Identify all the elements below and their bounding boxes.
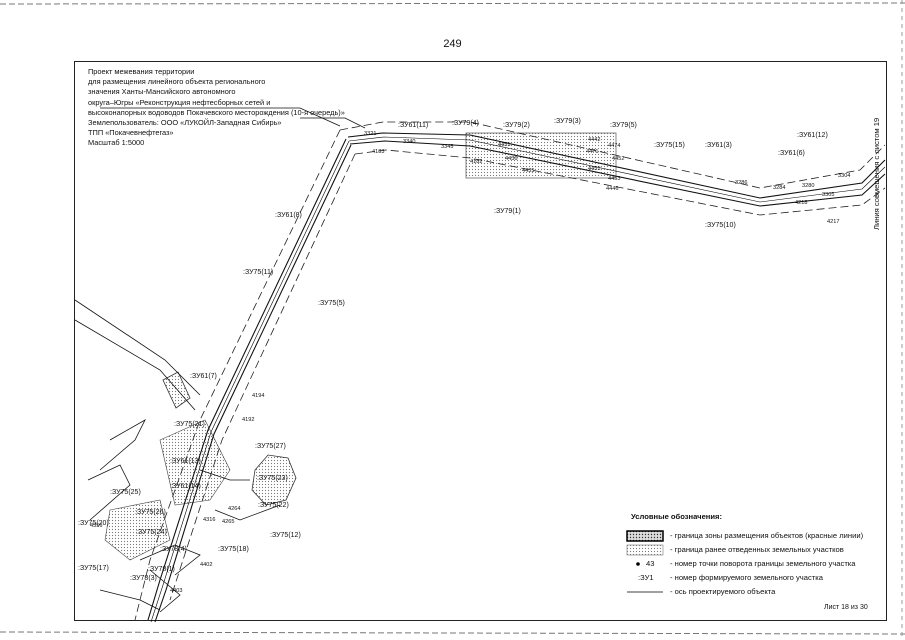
plot-label: :ЗУ75(12)	[270, 532, 301, 539]
plot-label: :ЗУ78(4)	[160, 546, 187, 553]
plot-label: :ЗУ75(20)	[78, 520, 109, 527]
plot-labels: :ЗУ61(11) :ЗУ79(4) :ЗУ79(2) :ЗУ79(3) :ЗУ…	[78, 118, 828, 582]
point-dot-icon	[636, 562, 640, 566]
point-label: 4183	[372, 149, 384, 155]
side-branches	[74, 299, 281, 613]
plot-label: :ЗУ75(23)	[257, 475, 288, 482]
red-line-zone-icon	[626, 530, 664, 542]
plot-label: :ЗУ75(27)	[255, 443, 286, 450]
point-label: 4452	[612, 156, 624, 162]
title-block: Проект межевания территории для размещен…	[88, 67, 345, 149]
axis-line-icon	[627, 591, 663, 593]
point-label: 4446	[606, 186, 618, 192]
title-line: высоконапорных водоводов Покачевского ме…	[88, 107, 345, 117]
legend-text: - номер формируемого земельного участка	[670, 573, 823, 582]
plot-label: :ЗУ75(5)	[318, 300, 345, 307]
plot-label: :ЗУ61(14)	[170, 483, 201, 490]
point-label: 4218	[795, 200, 807, 206]
legend-sample: 43	[646, 559, 655, 568]
point-label: 4192	[242, 417, 254, 423]
point-label: 4453	[608, 176, 620, 182]
point-label: 4451	[588, 166, 600, 172]
title-line: значения Ханты-Мансийского автономного	[88, 87, 236, 97]
point-label: 4442	[588, 137, 600, 143]
point-label: 3305	[822, 192, 834, 198]
plot-label: :ЗУ79(1)	[494, 208, 521, 215]
title-line: ТПП «Покачевнефтегаз»	[88, 128, 174, 138]
point-label: 4217	[827, 219, 839, 225]
plot-label: :ЗУ75(10)	[705, 222, 736, 229]
legend-sample: :ЗУ1	[638, 573, 654, 582]
plot-label: :ЗУ75(11)	[243, 269, 273, 276]
plot-label: :ЗУ79(2)	[503, 122, 530, 129]
plot-label: :ЗУ75(22)	[258, 502, 289, 509]
title-line: для размещения линейного объекта региона…	[88, 77, 266, 87]
title-line: округа–Югры «Реконструкция нефтесборных …	[88, 97, 271, 107]
allotted-plots	[104, 132, 617, 561]
point-label: 4316	[203, 517, 215, 523]
point-label: 4451	[498, 142, 510, 148]
plot-label: :ЗУ75(18)	[218, 546, 249, 553]
plot-label: :ЗУ61(6)	[778, 150, 805, 157]
point-label: 4356	[90, 523, 102, 529]
plot-label: :ЗУ78(1)	[148, 566, 175, 573]
plot-label: :ЗУ61(7)	[190, 373, 217, 380]
title-line: Проект межевания территории	[88, 67, 195, 76]
plot-label: :ЗУ61(13)	[170, 458, 201, 465]
plot-label: :ЗУ78(3)	[130, 575, 157, 582]
point-label: 4265	[222, 519, 234, 525]
point-label: 3345	[441, 144, 453, 150]
plot-label: :ЗУ61(12)	[797, 132, 828, 139]
point-label: 4402	[200, 562, 212, 568]
legend-text: - граница ранее отведенных земельных уча…	[670, 545, 844, 554]
point-label: 3284	[773, 185, 785, 191]
point-label: 4194	[252, 393, 264, 399]
point-label: 3286	[735, 180, 747, 186]
point-label: 4182	[470, 159, 482, 165]
point-label: 3280	[802, 183, 814, 189]
title-line: Землепользователь: ООО «ЛУКОЙЛ-Западная …	[88, 118, 282, 128]
point-label: 4471	[586, 149, 598, 155]
legend-text: - номер точки поворота границы земельног…	[670, 559, 856, 568]
point-label: 3321	[364, 131, 376, 137]
plot-label: :ЗУ75(26)	[135, 509, 166, 516]
point-label: 4403	[170, 588, 182, 594]
legend-text: - ось проектируемого объекта	[670, 587, 776, 596]
allotted-plots-icon	[626, 544, 664, 556]
plot-label: :ЗУ61(8)	[275, 212, 302, 219]
plot-label: :ЗУ75(15)	[654, 142, 685, 149]
point-label: 4436	[505, 156, 517, 162]
legend-title: Условные обозначения:	[631, 512, 723, 521]
sheet-number: Лист 18 из 30	[824, 604, 868, 611]
plot-label: :ЗУ79(3)	[554, 118, 581, 125]
plot-label: :ЗУ75(25)	[110, 489, 141, 496]
plot-label: :ЗУ79(5)	[610, 122, 637, 129]
title-line: Масштаб 1:5000	[88, 138, 145, 148]
page-number: 249	[443, 38, 462, 50]
point-label: 3340	[403, 139, 415, 145]
point-label: 3304	[838, 173, 850, 179]
point-label: 4474	[608, 143, 620, 149]
plot-label: :ЗУ75(24)	[136, 529, 167, 536]
sheet-match-line-note: Линия совмещения с листом 19	[872, 117, 881, 230]
plot-label: :ЗУ75(21)	[174, 421, 205, 428]
pipeline-corridor	[134, 121, 886, 623]
plot-label: :ЗУ61(11)	[398, 122, 428, 129]
plot-label: :ЗУ79(4)	[452, 120, 479, 127]
plot-label: :ЗУ61(3)	[705, 142, 732, 149]
point-label: 4264	[228, 506, 240, 512]
plot-label: :ЗУ75(17)	[78, 565, 109, 572]
legend-text: - граница зоны размещения объектов (крас…	[670, 531, 864, 540]
turning-point-labels: 3321 3340 3345 4183 4451 4182 4435 4436 …	[90, 131, 850, 594]
point-label: 4435	[522, 168, 534, 174]
map-frame	[74, 61, 887, 621]
